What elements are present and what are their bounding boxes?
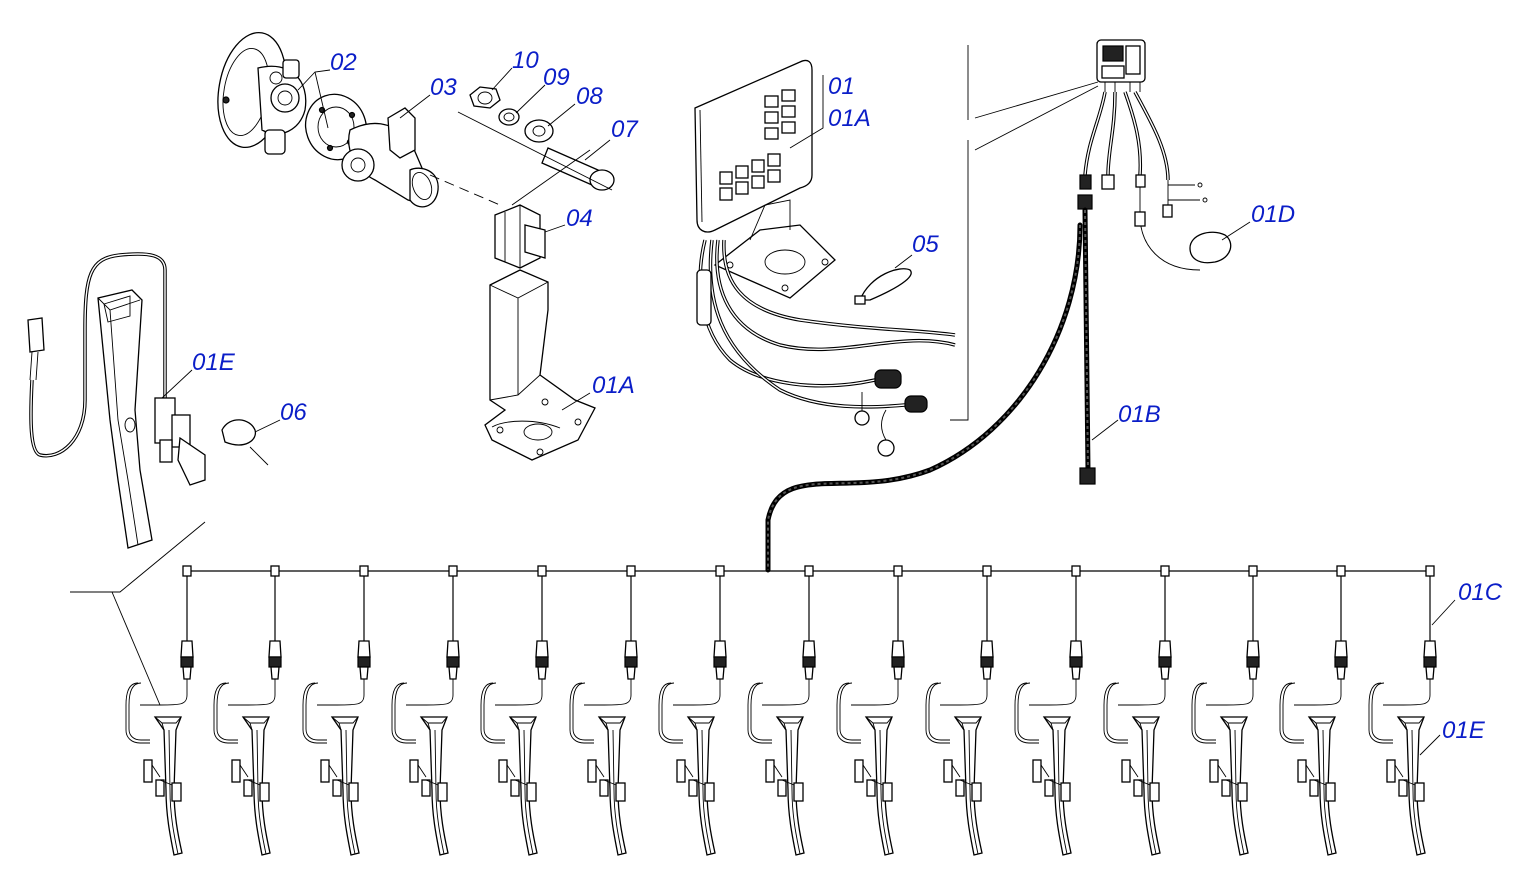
sensor-detail bbox=[27, 252, 206, 549]
divider-line-leader bbox=[974, 81, 1099, 151]
mount-clip bbox=[494, 204, 546, 269]
hardware-nut bbox=[469, 86, 501, 109]
cable-tie-lower bbox=[221, 419, 269, 466]
callout-08: 08 bbox=[576, 83, 603, 110]
callout-01c: 01C bbox=[1458, 579, 1503, 606]
callout-01e-row: 01E bbox=[1442, 717, 1486, 744]
hardware-bolt bbox=[541, 147, 615, 191]
hardware-flat-washer bbox=[524, 119, 554, 143]
assembly-line-dashed bbox=[429, 174, 501, 206]
ball-arm-assembly bbox=[304, 93, 439, 208]
callout-01b: 01B bbox=[1118, 401, 1161, 428]
display-cables bbox=[1079, 91, 1232, 271]
harness-drops bbox=[180, 565, 1437, 680]
callout-01a-bracket: 01A bbox=[592, 372, 635, 399]
hardware-lock-washer bbox=[498, 108, 520, 126]
cable-tie-upper bbox=[854, 268, 912, 305]
display-unit bbox=[1096, 39, 1146, 92]
divider-line-monitor bbox=[950, 45, 969, 421]
leader-lines bbox=[161, 67, 1456, 756]
callout-07: 07 bbox=[611, 116, 639, 143]
sensor-leads bbox=[140, 679, 1431, 706]
extension-cable bbox=[1077, 194, 1096, 485]
detail-pointer-line-lower bbox=[111, 591, 161, 706]
callout-10: 10 bbox=[512, 47, 539, 74]
mount-bracket bbox=[484, 269, 596, 461]
callout-06: 06 bbox=[280, 399, 307, 426]
assembly-line-upper bbox=[457, 111, 613, 191]
callout-05: 05 bbox=[912, 231, 939, 258]
callout-03: 03 bbox=[430, 74, 457, 101]
monitor-cables bbox=[696, 239, 956, 457]
callout-01d: 01D bbox=[1251, 201, 1295, 228]
suction-mount-assembly bbox=[217, 31, 307, 155]
callout-01e-detail: 01E bbox=[192, 349, 236, 376]
assembly-line-clip bbox=[511, 149, 591, 206]
callout-02: 02 bbox=[330, 49, 357, 76]
detail-pointer-line-upper bbox=[70, 521, 206, 593]
monitor-console bbox=[694, 59, 836, 299]
seed-tube-sensor-row bbox=[125, 682, 1426, 856]
callout-01a-monitor: 01A bbox=[828, 105, 871, 132]
callout-01: 01 bbox=[828, 73, 855, 100]
callout-09: 09 bbox=[543, 64, 570, 91]
callout-04: 04 bbox=[566, 205, 593, 232]
